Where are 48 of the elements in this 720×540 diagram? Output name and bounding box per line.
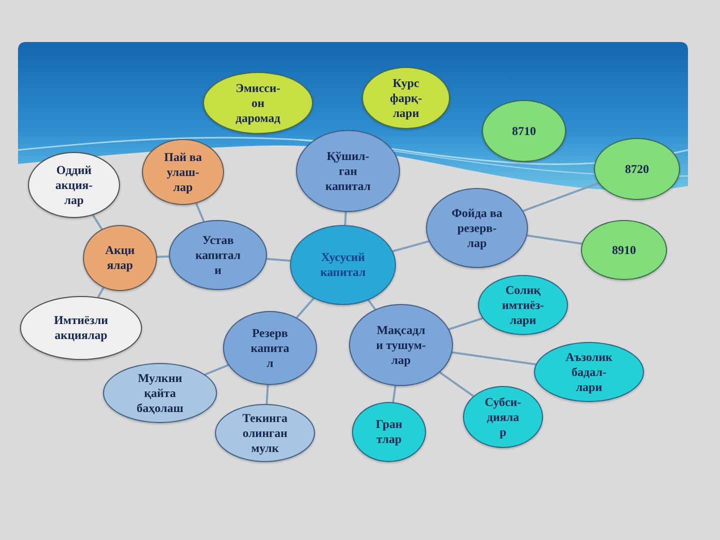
ellipse-node [352, 402, 426, 462]
node-label: 8910 [611, 242, 637, 258]
node-label: Резерв капита л [250, 326, 290, 370]
connector-line [392, 240, 430, 252]
node-label: 8720 [624, 162, 650, 176]
connector-line [97, 287, 104, 298]
connector-line [452, 351, 536, 366]
node-label: Пай ва улаш- лар [163, 150, 203, 194]
node-label: Эмисси- он даромад [234, 80, 282, 126]
connector-line [344, 212, 347, 226]
ellipse-node [83, 225, 157, 291]
connector-line [156, 256, 170, 258]
node-label: Субси- дияла р [484, 394, 522, 440]
connector-line [448, 317, 483, 330]
connector-line [92, 214, 103, 230]
node-label: Қўшил- ган капитал [324, 148, 372, 194]
ellipse-node [534, 342, 644, 402]
connector-line [266, 384, 269, 404]
node-label: Акци ялар [104, 243, 136, 273]
node-label: Фойда ва резерв- лар [450, 206, 504, 250]
node-label: Курс фарқ- лари [389, 76, 423, 120]
connector-line [526, 234, 582, 245]
ellipse-node [463, 386, 543, 448]
ellipse-node [223, 311, 317, 385]
node-label: 8710 [511, 124, 537, 138]
ellipse-node [349, 304, 453, 386]
connector-line [439, 372, 474, 397]
ellipse-node [215, 404, 315, 462]
connector-line [195, 202, 205, 222]
connector-line [204, 364, 229, 376]
connector-line [266, 258, 290, 262]
connector-line [522, 182, 600, 212]
ellipse-node [142, 139, 224, 205]
node-label: Мақсадл и тушум- лар [375, 322, 427, 368]
connector-line [368, 300, 376, 310]
ellipse-node [103, 363, 217, 423]
node-label: Мулкни қайта баҳолаш [136, 370, 184, 416]
connector-line [296, 298, 314, 318]
connector-line [392, 386, 396, 402]
node-label: Имтиёзли акциялар [52, 313, 110, 343]
node-label: Текинга олинган мулк [241, 410, 289, 456]
ellipse-node [478, 275, 568, 335]
node-label: Солиқ имтиёз- лари [500, 282, 546, 328]
node-label: Гран тлар [374, 417, 404, 447]
node-label: Устав капитал и [194, 232, 242, 278]
node-label: Хусусий капитал [319, 250, 367, 280]
node-label: Оддий акция- лар [54, 162, 94, 208]
node-label: Аъзолик бадал- лари [564, 350, 614, 394]
